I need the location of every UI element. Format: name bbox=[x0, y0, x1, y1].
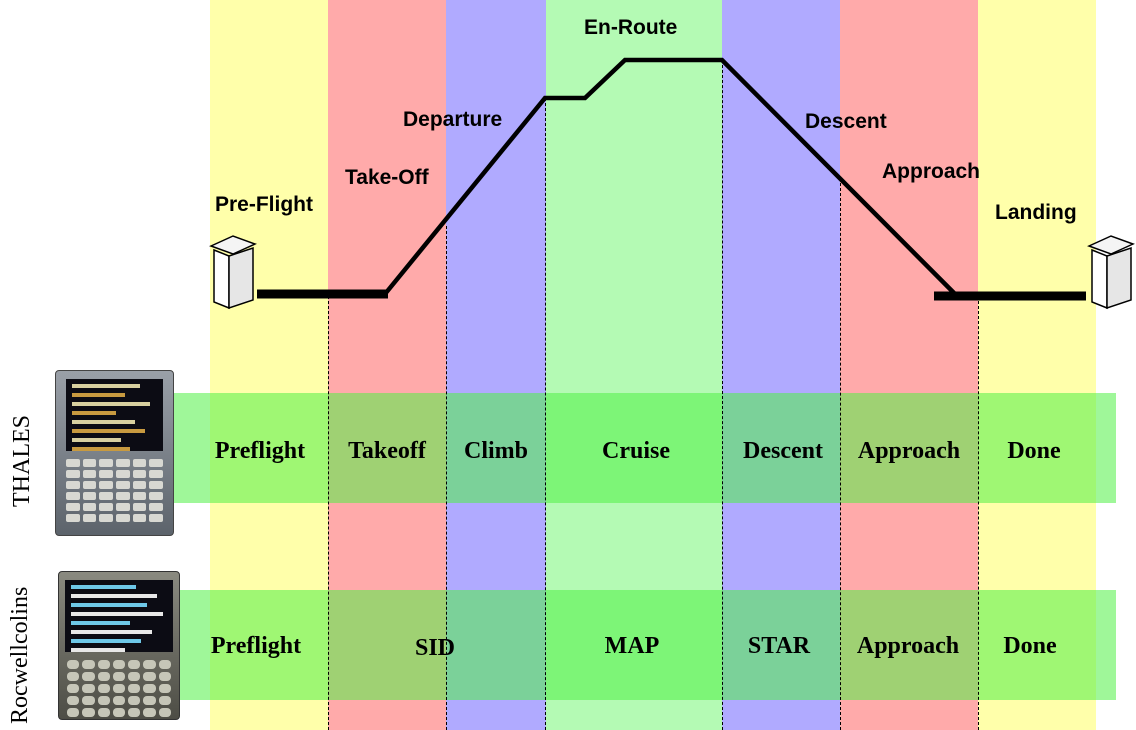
flight-management-cdu-icon bbox=[58, 571, 180, 720]
thales-mode-approach: Approach bbox=[857, 438, 961, 464]
cdu-screen bbox=[66, 379, 163, 451]
boundary-line bbox=[545, 98, 546, 730]
thales-mode-band bbox=[170, 393, 1116, 503]
vendor-label-thales: THALES bbox=[9, 415, 35, 507]
flight-management-cdu-icon bbox=[55, 370, 174, 536]
boundary-line bbox=[328, 296, 329, 730]
rockwell-mode-done: Done bbox=[1003, 633, 1057, 659]
rockwell-mode-map: MAP bbox=[604, 633, 660, 659]
boundary-line bbox=[446, 226, 447, 730]
rockwell-mode-preflight: Preflight bbox=[210, 633, 302, 659]
phase-label-en-route: En-Route bbox=[584, 16, 678, 39]
phase-label-take-off: Take-Off bbox=[345, 166, 429, 189]
phase-label-approach: Approach bbox=[882, 160, 981, 183]
rockwell-mode-star: STAR bbox=[747, 633, 811, 659]
boundary-line bbox=[840, 183, 841, 730]
terminal-gate-icon bbox=[209, 235, 257, 310]
phase-label-departure: Departure bbox=[403, 108, 503, 131]
phase-label-pre-flight: Pre-Flight bbox=[215, 193, 313, 216]
cdu-keypad bbox=[66, 459, 163, 522]
vendor-label-rockwell: Rocwellcolins bbox=[7, 586, 33, 724]
thales-mode-cruise: Cruise bbox=[602, 438, 670, 464]
terminal-gate-icon bbox=[1087, 235, 1135, 310]
cdu-screen bbox=[65, 580, 173, 652]
flight-path-line bbox=[383, 57, 959, 298]
thales-mode-takeoff: Takeoff bbox=[348, 438, 426, 464]
thales-mode-descent: Descent bbox=[743, 438, 823, 464]
phase-label-landing: Landing bbox=[995, 201, 1077, 224]
thales-mode-done: Done bbox=[1007, 438, 1061, 464]
rockwell-mode-band bbox=[170, 590, 1116, 700]
thales-mode-climb: Climb bbox=[463, 438, 529, 464]
boundary-line bbox=[978, 296, 979, 730]
cdu-keypad bbox=[67, 660, 171, 717]
rockwell-mode-sid: SID bbox=[414, 635, 456, 661]
rockwell-mode-approach: Approach bbox=[856, 633, 960, 659]
phase-label-descent: Descent bbox=[805, 110, 887, 133]
boundary-line bbox=[722, 60, 723, 730]
thales-mode-preflight: Preflight bbox=[214, 438, 306, 464]
